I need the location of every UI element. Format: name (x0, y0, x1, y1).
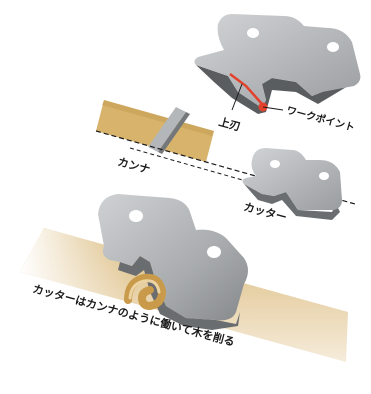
middle-cutter-hole-2 (319, 172, 329, 180)
upper-blade-label: 上刃 (217, 114, 242, 133)
work-point-label: ワークポイント (285, 103, 356, 134)
plane-wood-top (102, 100, 214, 136)
wood-chip-highlight (128, 279, 161, 300)
cutting-edge-line (229, 73, 263, 105)
plane-blade-shadow (158, 112, 190, 154)
bottom-cutter-face (98, 194, 248, 321)
bottom-cutter-hole-1 (129, 210, 143, 222)
wood-chip-curl (124, 273, 167, 311)
top-cutter-face (194, 14, 361, 108)
middle-cutter-edge (244, 184, 340, 220)
bottom-illustration (20, 194, 348, 362)
top-cutter-hole-1 (247, 28, 259, 38)
middle-cutter-hole-1 (270, 160, 280, 168)
cutter-label: カッター (242, 200, 288, 224)
top-cutter (194, 14, 361, 114)
upper-blade-leader (231, 83, 243, 111)
top-cutter-hole-2 (327, 42, 339, 52)
work-point-leader (262, 106, 284, 111)
bottom-cutter-hole-2 (207, 246, 221, 258)
plane-label: カンナ (116, 155, 151, 176)
middle-cutter (242, 148, 342, 220)
reference-dashed-line-2 (129, 147, 261, 186)
top-cutter-edge (196, 65, 354, 114)
middle-cutter-face (242, 148, 342, 210)
plane-blade (148, 107, 186, 152)
plane-wood-block (96, 100, 214, 162)
